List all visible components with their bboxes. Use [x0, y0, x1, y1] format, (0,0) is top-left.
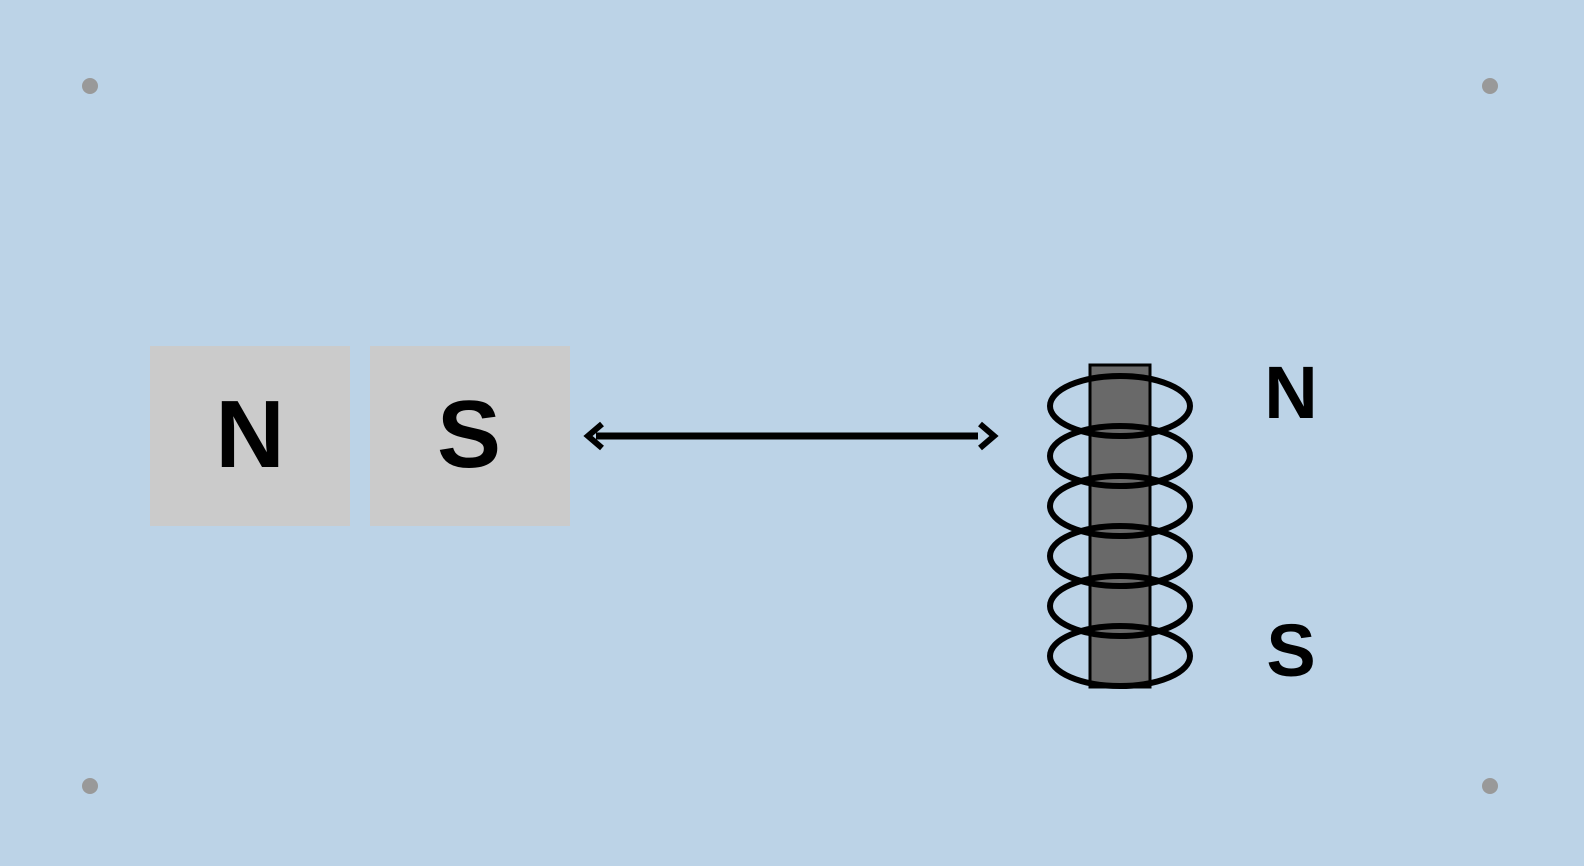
- magnet-south-block: [370, 346, 570, 526]
- coil-loop: [1047, 523, 1193, 589]
- coil-loop: [1047, 573, 1193, 639]
- corner-dot-top-right: [1482, 78, 1498, 94]
- corner-dot-bottom-right: [1482, 778, 1498, 794]
- magnet-north-label: N: [215, 381, 284, 488]
- arrow-head-right: [978, 421, 999, 451]
- electromagnet-north-label: N: [1264, 351, 1317, 434]
- motion-arrow: [583, 421, 999, 451]
- magnet-north-block: [150, 346, 350, 526]
- arrow-head-left: [583, 421, 604, 451]
- bar-magnet[interactable]: N S: [150, 346, 570, 526]
- corner-dots: [82, 78, 1498, 794]
- electromagnet[interactable]: [1047, 363, 1193, 689]
- coil-loop: [1047, 623, 1193, 689]
- corner-dot-top-left: [82, 78, 98, 94]
- coil-loop: [1047, 373, 1193, 439]
- magnet-south-label: S: [437, 381, 501, 488]
- electromagnet-south-label: S: [1266, 609, 1315, 692]
- coil-loop: [1047, 423, 1193, 489]
- coil-loop: [1047, 473, 1193, 539]
- coil: [1047, 373, 1193, 689]
- corner-dot-bottom-left: [82, 778, 98, 794]
